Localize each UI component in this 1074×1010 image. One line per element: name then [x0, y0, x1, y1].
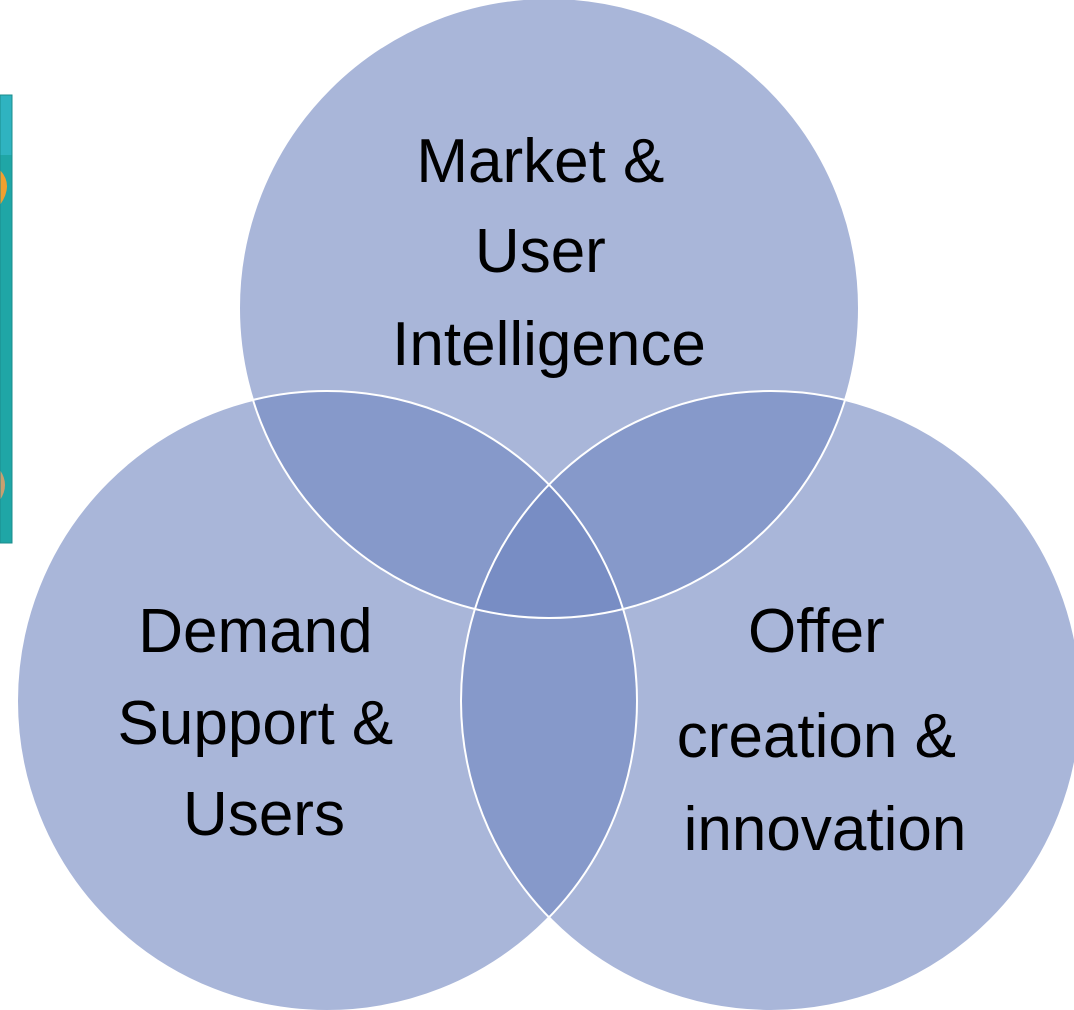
label-right-line-2: creation & — [677, 702, 956, 771]
circle-demand-support-users — [17, 391, 637, 1010]
label-right-line-3: innovation — [684, 795, 967, 864]
circle-offer-creation-innovation — [461, 391, 1074, 1010]
label-top-line-1: Market & — [416, 127, 664, 196]
side-image-fragment — [0, 94, 13, 544]
label-top: Market & User Intelligence — [392, 127, 706, 379]
label-top-line-3: Intelligence — [392, 310, 706, 379]
venn-outlines — [16, 0, 1074, 1010]
venn-circles — [17, 0, 1074, 1010]
label-left-line-2: Support & — [118, 689, 394, 758]
venn-labels: Market & User Intelligence Demand Suppor… — [118, 127, 973, 864]
label-right-line-1: Offer — [748, 597, 885, 666]
label-right: Offer creation & innovation — [677, 597, 973, 864]
label-left-line-1: Demand — [138, 597, 372, 666]
label-top-line-2: User — [475, 217, 606, 286]
label-left: Demand Support & Users — [118, 597, 411, 849]
label-left-line-3: Users — [183, 780, 345, 849]
